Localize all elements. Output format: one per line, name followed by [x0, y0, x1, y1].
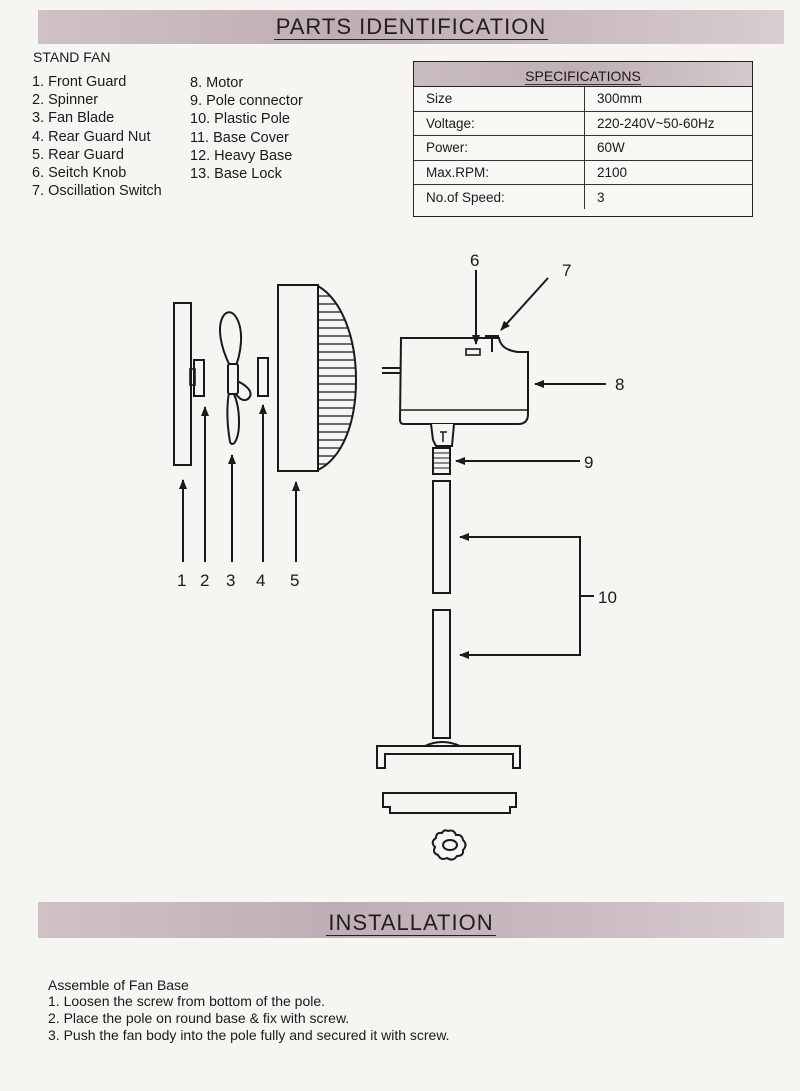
installation-steps: 1. Loosen the screw from bottom of the p…	[48, 993, 450, 1044]
part-item: 7. Oscillation Switch	[32, 183, 162, 200]
model-title: STAND FAN	[33, 49, 111, 65]
spec-label: Power:	[414, 135, 585, 161]
spec-label: Voltage:	[414, 111, 585, 137]
part-item: 2. Spinner	[32, 92, 99, 109]
section-banner-parts: PARTS IDENTIFICATION	[38, 10, 784, 44]
spinner-shape	[193, 359, 205, 397]
part-number-3: 3	[226, 571, 235, 590]
parts-list-column-1: 1. Front Guard 2. Spinner 3. Fan Blade 4…	[32, 73, 162, 200]
part-item: 6. Seitch Knob	[32, 165, 127, 182]
part-number-1: 1	[177, 571, 186, 590]
part-item: 13. Base Lock	[190, 166, 282, 183]
spec-label: No.of Speed:	[414, 184, 585, 209]
base-cover-shape	[376, 741, 521, 769]
part-number-7: 7	[562, 261, 571, 280]
plastic-pole-upper	[432, 480, 451, 594]
motor-shape	[382, 335, 529, 425]
part-item: 1. Front Guard	[32, 74, 127, 90]
part-item: 10. Plastic Pole	[190, 111, 290, 128]
rear-guard-shape	[277, 284, 358, 472]
part-number-8: 8	[615, 375, 624, 394]
part-number-6: 6	[470, 251, 479, 270]
heavy-base-shape	[382, 792, 517, 814]
part-number-4: 4	[256, 571, 265, 590]
specifications-header: SPECIFICATIONS	[414, 62, 752, 87]
spec-row: No.of Speed: 3	[414, 184, 752, 209]
part-item: 9. Pole connector	[190, 93, 303, 110]
part-item: 12. Heavy Base	[190, 147, 293, 164]
part-number-2: 2	[200, 571, 209, 590]
spec-value: 60W	[584, 135, 752, 161]
specifications-title: SPECIFICATIONS	[525, 68, 641, 85]
spec-row: Max.RPM:2100	[414, 160, 752, 186]
spec-label: Max.RPM:	[414, 160, 585, 186]
installation-step: 3. Push the fan body into the pole fully…	[48, 1027, 450, 1043]
installation-step: 1. Loosen the screw from bottom of the p…	[48, 993, 326, 1009]
part-item: 5. Rear Guard	[32, 146, 124, 163]
installation-heading: Assemble of Fan Base	[48, 977, 189, 993]
spec-row: Voltage:220-240V~50-60Hz	[414, 111, 752, 137]
part-number-10: 10	[598, 588, 617, 607]
section-title-installation: INSTALLATION	[326, 910, 496, 936]
base-lock-shape	[431, 829, 467, 861]
exploded-parts-diagram: 1 2 3 4 5 6 7 8 9 10	[173, 251, 624, 861]
part-item: 4. Rear Guard Nut	[32, 128, 151, 145]
section-title-parts: PARTS IDENTIFICATION	[273, 14, 549, 40]
spec-row: Power:60W	[414, 135, 752, 161]
spec-value: 2100	[584, 160, 752, 186]
section-banner-installation: INSTALLATION	[38, 902, 784, 938]
part-item: 11. Base Cover	[190, 129, 289, 146]
spec-label: Size	[414, 87, 585, 112]
part-number-5: 5	[290, 571, 299, 590]
part-item: 8. Motor	[190, 75, 244, 91]
rear-guard-nut-shape	[257, 357, 269, 397]
installation-step: 2. Place the pole on round base & fix wi…	[48, 1010, 350, 1026]
fan-blade-shape	[219, 311, 252, 445]
pole-connector-shape	[430, 423, 455, 475]
parts-list-column-2: 8. Motor 9. Pole connector 10. Plastic P…	[190, 74, 303, 183]
spec-value: 300mm	[584, 87, 752, 112]
part-item: 3. Fan Blade	[32, 110, 115, 127]
spec-value: 3	[597, 189, 605, 205]
part-number-9: 9	[584, 453, 593, 472]
spec-value: 220-240V~50-60Hz	[584, 111, 752, 137]
plastic-pole-lower	[432, 609, 451, 739]
front-guard-shape	[173, 302, 192, 466]
